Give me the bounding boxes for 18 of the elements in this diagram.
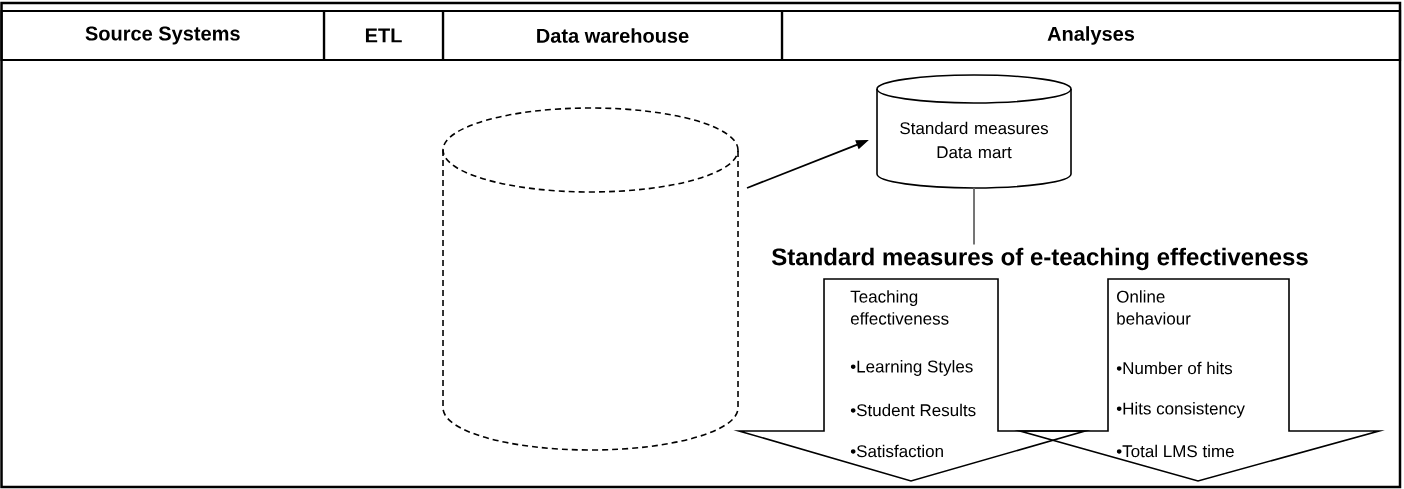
header-cell: ETL [322,9,445,62]
box-heading: Online behaviour [1117,290,1191,325]
connector-line [973,187,975,246]
database-cylinder [442,107,739,451]
bullet-item: •Number of hits [1116,361,1233,375]
bullet-item: •Student Results [850,403,976,417]
header-cell: Analyses [780,9,1402,62]
bullet-item: •Satisfaction [850,444,943,458]
bullet-item: •Learning Styles [850,360,973,376]
bullet-item: •Hits consistency [1116,402,1245,418]
header-cell: Source Systems [0,9,326,62]
header-cell: Data warehouse [441,9,784,62]
down-pointer-box [1014,278,1385,482]
bullet-item: •Total LMS time [1116,444,1234,458]
box-heading: Teaching effectiveness [850,290,949,325]
database-cylinder: Standard measures Data mart [876,74,1072,189]
node-label: Standard measures Data mart [900,121,1049,159]
section-heading: Standard measures of e-teaching effectiveness [771,247,1308,271]
